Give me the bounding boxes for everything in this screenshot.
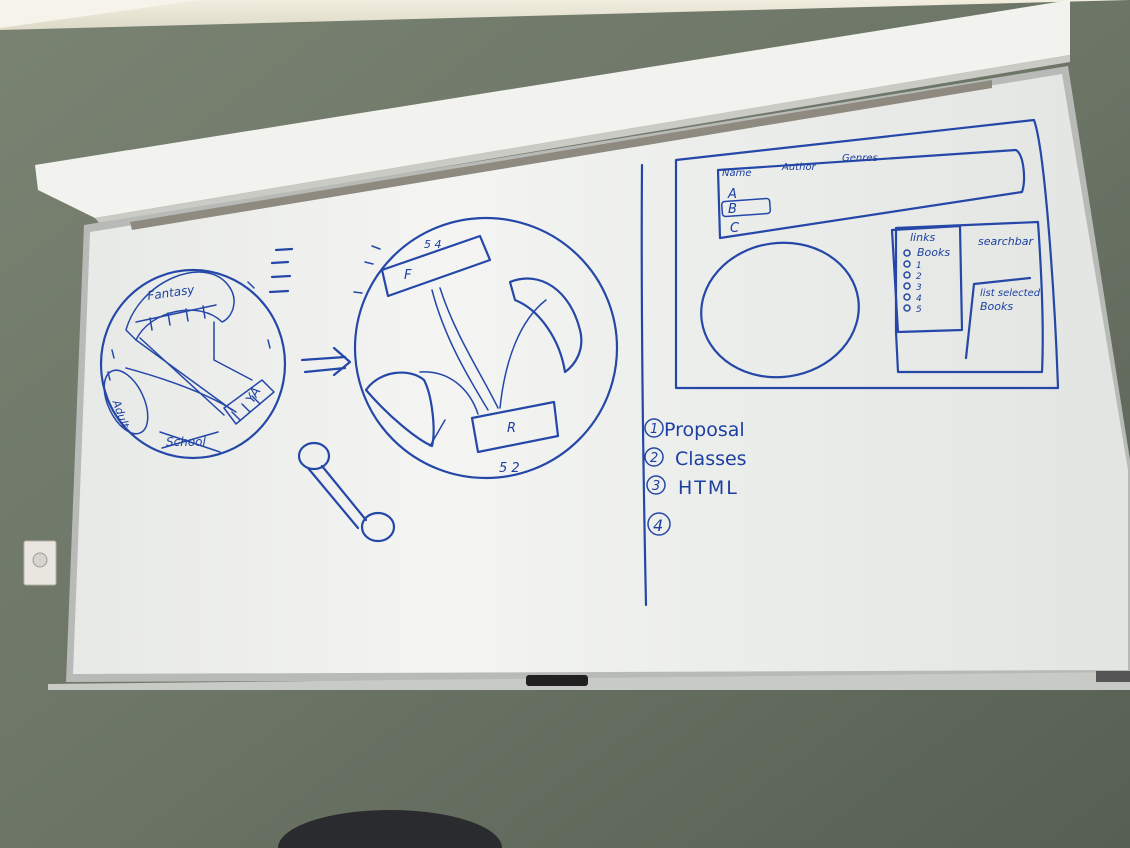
top-label: 5 4: [424, 238, 442, 251]
list-selected-books: Books: [980, 300, 1013, 313]
todo-text-3: HTML: [678, 477, 739, 499]
bottom-label: 5 2: [499, 461, 520, 476]
box-r-label: R: [507, 421, 516, 436]
list-item-a: A: [727, 187, 737, 202]
book-number-4: 4: [916, 294, 922, 304]
marker-tray: [48, 672, 1130, 690]
book-number-2: 2: [916, 272, 922, 282]
tray-label: [1096, 671, 1130, 682]
book-number-1: 1: [916, 261, 922, 271]
header-genres: Genres: [842, 153, 878, 164]
todo-text-1: Proposal: [664, 419, 745, 441]
fr-circle: [353, 216, 619, 480]
ui-wireframe: Name Author Genres A B C links Books 1 2…: [674, 118, 1060, 390]
searchbar-panel: [894, 220, 1044, 374]
dash-marks: [268, 247, 294, 294]
list-item-c: C: [730, 221, 740, 236]
books-label: Books: [917, 246, 950, 259]
todo-number-circle-3: [646, 475, 666, 495]
adult-oval: [103, 369, 149, 435]
todo-number-circle-4: [647, 512, 671, 536]
list-item-b-box: [721, 197, 772, 218]
wireframe-outer: [674, 118, 1060, 390]
genre-diagram: Fantasy Adult YA School: [99, 268, 287, 460]
ya-label: YA: [243, 385, 264, 406]
overhead-shelf-underside: [95, 55, 1070, 224]
book-number-5: 5: [916, 305, 922, 315]
todo-number-3: 3: [652, 479, 660, 494]
whiteboard-surface: [73, 74, 1128, 674]
todo-number-1: 1: [650, 422, 658, 437]
fr-diagram: 5 4 F R 5 2: [353, 216, 619, 480]
header-author: Author: [781, 162, 817, 173]
top-rail: [130, 80, 992, 230]
overhead-shelf: [35, 0, 1070, 218]
todo-number-2: 2: [650, 451, 658, 466]
list-selected-panel: [964, 276, 1032, 360]
fantasy-label: Fantasy: [146, 282, 196, 303]
ceiling: [0, 0, 1130, 30]
header-bar: [716, 148, 1026, 240]
list-item-b: B: [728, 202, 737, 217]
genre-circle: [99, 268, 287, 460]
ceiling-light-strip: [0, 0, 200, 28]
image-oval: [700, 241, 860, 379]
divider-line: [640, 163, 648, 607]
header-name: Name: [722, 168, 752, 179]
todo-number-circle-2: [644, 447, 664, 467]
todo-text-2: Classes: [675, 448, 747, 470]
todo-number-circle-1: [644, 418, 664, 438]
list-selected-label: list selected: [980, 288, 1041, 299]
book-list: 1 2 3 4 5: [903, 249, 922, 315]
book-number-3: 3: [916, 283, 922, 293]
box-f-label: F: [404, 268, 412, 283]
transition-arrow: [300, 346, 352, 377]
links-label: links: [910, 231, 935, 244]
eraser: [526, 675, 588, 686]
thermostat-dial: [32, 552, 48, 568]
dumbbell-sketch: [297, 441, 396, 543]
chair-back: [278, 810, 502, 848]
todo-list: 1 Proposal 2 Classes 3 HTML 4: [644, 418, 747, 536]
searchbar-label: searchbar: [978, 235, 1035, 248]
todo-number-4: 4: [653, 516, 663, 535]
